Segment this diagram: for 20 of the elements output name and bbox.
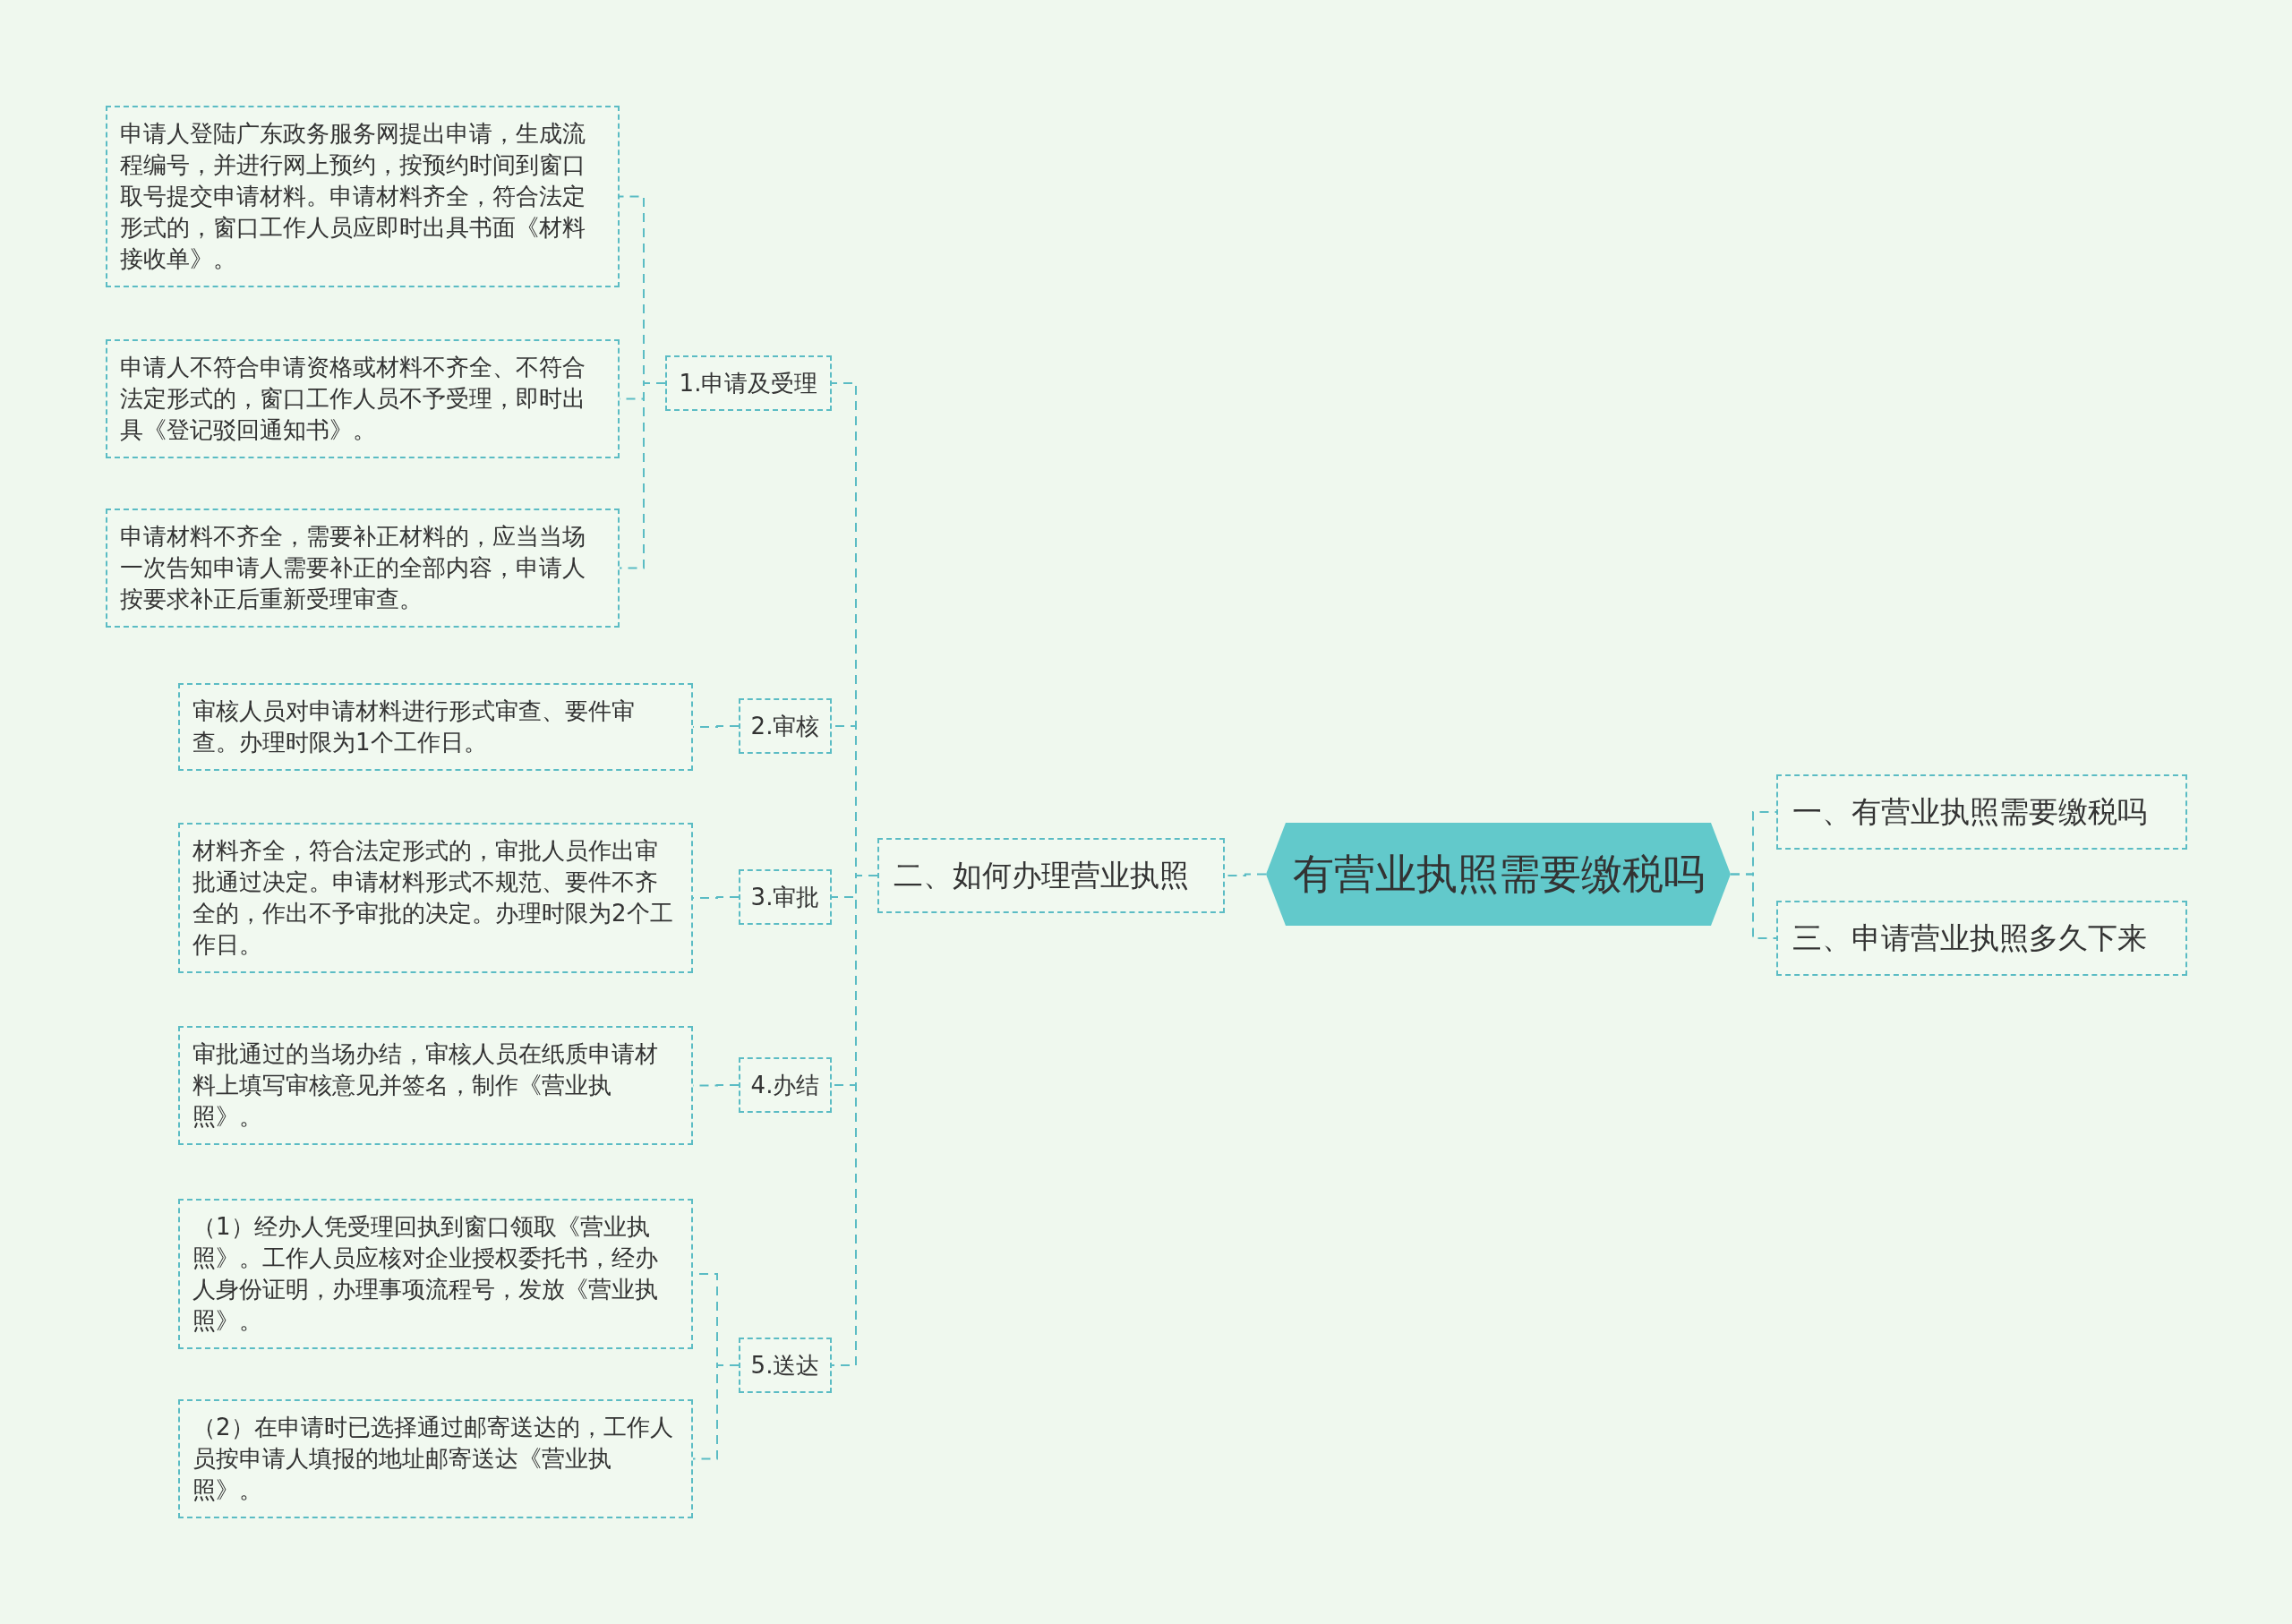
connector-line [1730,873,1777,939]
topic-box: 三、申请营业执照多久下来 [1776,901,2187,976]
topic-hexagon: 有营业执照需要缴税吗 [1266,823,1731,926]
topic-box: 一、有营业执照需要缴税吗 [1776,774,2187,850]
step-box: 2.审核 [739,698,832,754]
step-box: 3.审批 [739,869,832,925]
note-box: （2）在申请时已选择通过邮寄送达的，工作人员按申请人填报的地址邮寄送达《营业执照》。 [178,1399,693,1518]
note-box: （1）经办人凭受理回执到窗口领取《营业执照》。工作人员应核对企业授权委托书，经办人身份证明，办理事项流程号，发放《营业执照》。 [178,1199,693,1349]
note-box: 材料齐全，符合法定形式的，审批人员作出审批通过决定。申请材料形式不规范、要件不齐全的，作出不予审批的决定。办理时限为2个工作日。 [178,823,693,973]
step-box: 1.申请及受理 [665,355,832,411]
note-box: 审核人员对申请材料进行形式审查、要件审查。办理时限为1个工作日。 [178,683,693,771]
connector-line [619,382,666,569]
step-box: 5.送达 [739,1338,832,1393]
note-box: 申请人不符合申请资格或材料不齐全、不符合法定形式的，窗口工作人员不予受理，即时出具《登记驳回通知书》。 [106,339,620,458]
note-box: 申请人登陆广东政务服务网提出申请，生成流程编号，并进行网上预约，按预约时间到窗口取号提交申请材料。申请材料齐全，符合法定形式的，窗口工作人员应即时出具书面《材料接收单》。 [106,106,620,287]
topic-box: 二、如何办理营业执照 [877,838,1225,913]
connector-line [692,1364,740,1460]
note-box: 申请材料不齐全，需要补正材料的，应当当场一次告知申请人需要补正的全部内容，申请人按要求补正后重新受理审查。 [106,509,620,628]
step-box: 4.办结 [739,1057,832,1113]
note-box: 审批通过的当场办结，审核人员在纸质申请材料上填写审核意见并签名，制作《营业执照》。 [178,1026,693,1145]
